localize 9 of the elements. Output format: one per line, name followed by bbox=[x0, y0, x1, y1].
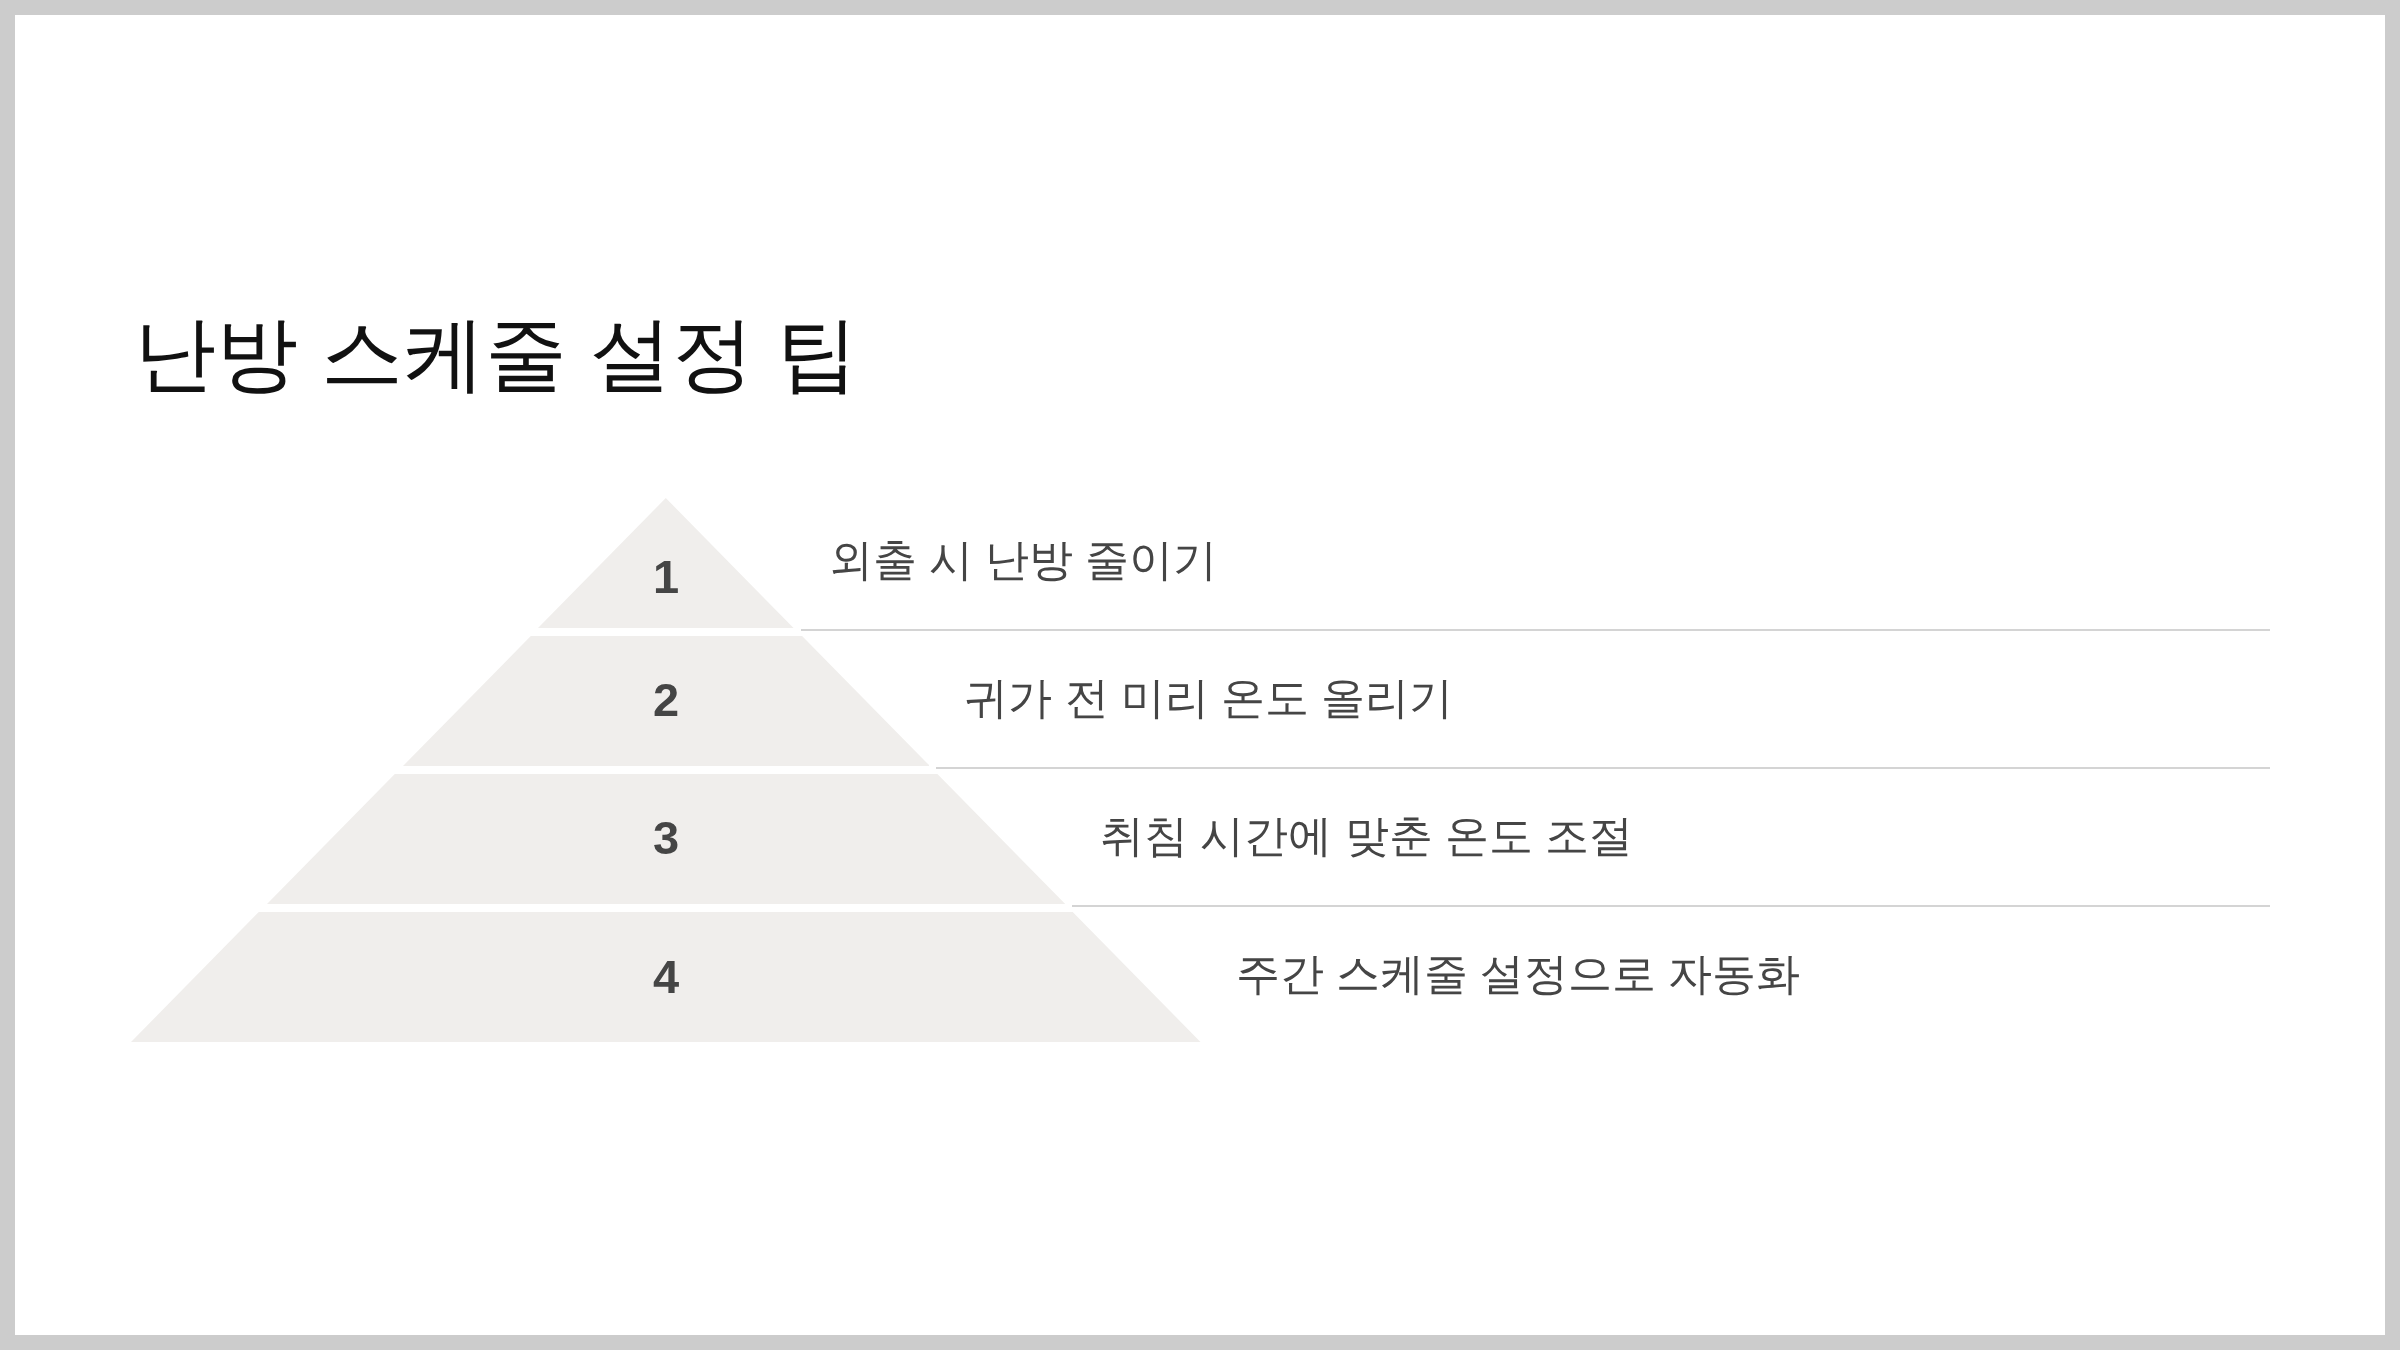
tier-label: 외출 시 난방 줄이기 bbox=[828, 533, 1218, 586]
tier-number: 3 bbox=[652, 813, 680, 861]
tier-number: 1 bbox=[652, 552, 680, 600]
tier-number: 2 bbox=[652, 675, 680, 723]
tier-label: 귀가 전 미리 온도 올리기 bbox=[964, 671, 1454, 724]
tier-number: 4 bbox=[652, 952, 680, 1000]
tier-label: 주간 스케줄 설정으로 자동화 bbox=[1235, 947, 1801, 1000]
slide-title: 난방 스케줄 설정 팁 bbox=[134, 307, 859, 401]
tier-label: 취침 시간에 맞춘 온도 조절 bbox=[1100, 809, 1633, 862]
